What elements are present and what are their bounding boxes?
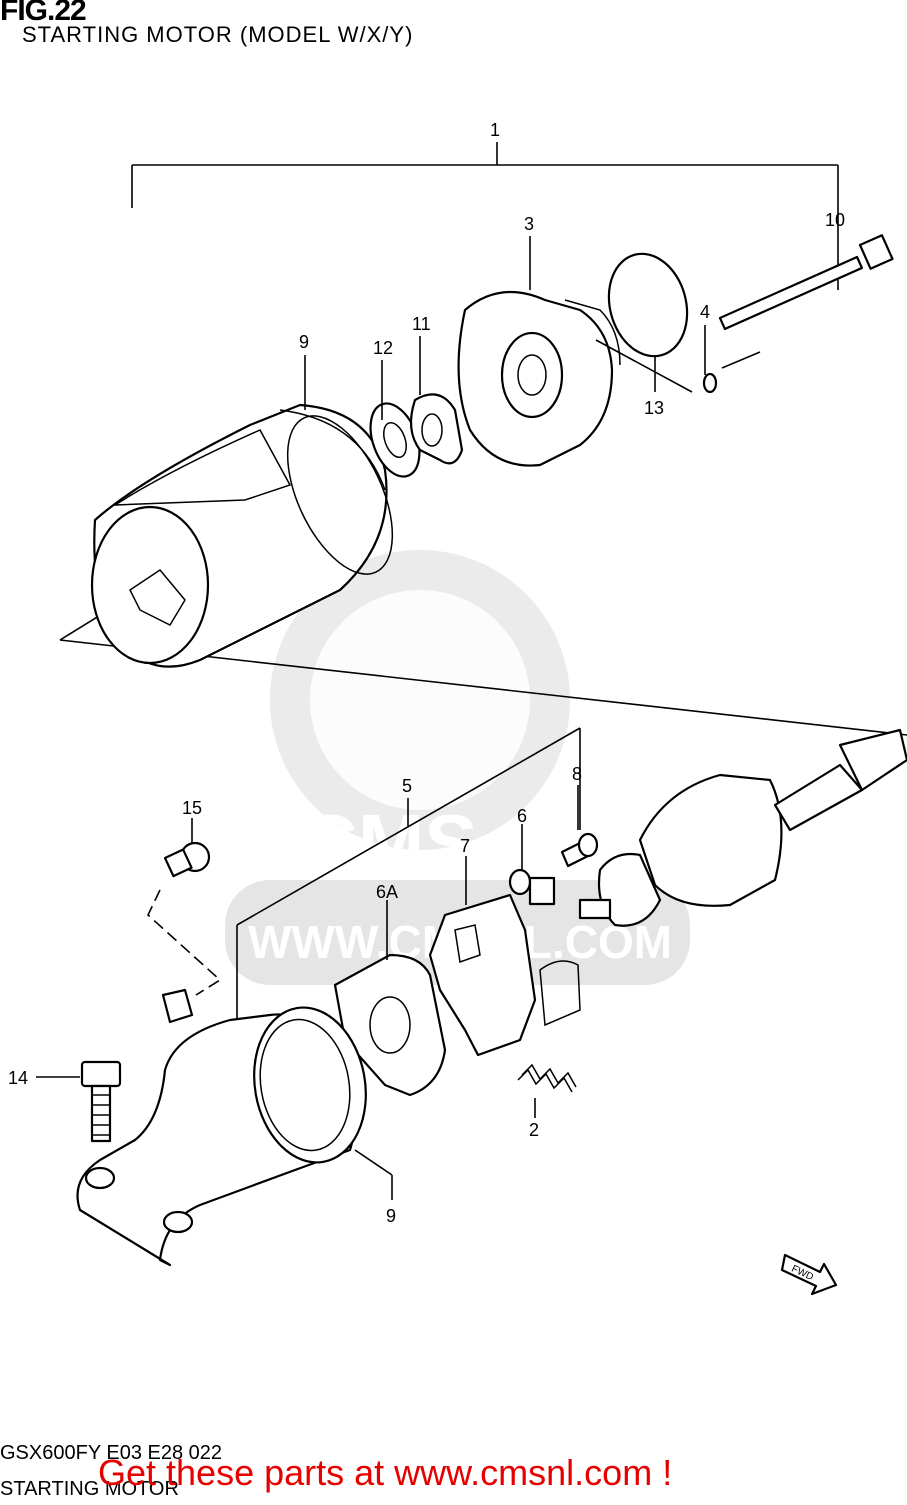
callout-9-lower: 9 xyxy=(386,1206,396,1226)
callout-4: 4 xyxy=(700,302,710,322)
callout-3: 3 xyxy=(524,214,534,234)
callout-9: 9 xyxy=(299,332,309,352)
callout-13: 13 xyxy=(644,398,664,418)
diagram-code: GSX600FY E03 E28 022 xyxy=(0,1442,223,1464)
callout-2: 2 xyxy=(529,1120,539,1140)
screw-part-8 xyxy=(560,832,599,868)
callout-8: 8 xyxy=(572,764,582,784)
assembly-bracket-1 xyxy=(131,142,839,290)
yoke-housing-part xyxy=(90,403,394,668)
brush-part-6 xyxy=(508,868,556,906)
callout-leaders xyxy=(36,236,706,1200)
callout-14: 14 xyxy=(8,1068,28,1088)
callout-5: 5 xyxy=(402,776,412,796)
callout-12: 12 xyxy=(373,338,393,358)
brush-holder-part-7 xyxy=(428,893,581,1057)
washer-part-4 xyxy=(702,372,718,394)
o-ring-part-13 xyxy=(607,252,689,358)
callout-15: 15 xyxy=(182,798,202,818)
dashed-leader xyxy=(147,889,222,996)
callout-6A: 6A xyxy=(376,882,398,902)
callout-7: 7 xyxy=(460,836,470,856)
callout-1: 1 xyxy=(490,120,500,140)
footer-title: STARTING MOTOR xyxy=(0,1478,179,1500)
callout-10: 10 xyxy=(825,210,845,230)
promo-link[interactable]: Get these parts at www.cmsnl.com ! xyxy=(98,1452,673,1493)
fwd-arrow-icon: FWD xyxy=(780,1253,838,1296)
bolt-part-10 xyxy=(718,234,894,369)
callout-6: 6 xyxy=(517,806,527,826)
armature-part xyxy=(578,728,907,927)
callout-11: 11 xyxy=(412,314,431,334)
brush-plate-part-11 xyxy=(409,393,464,465)
end-cover-part-3 xyxy=(457,290,621,467)
figure-title: FIG.22 xyxy=(0,0,87,27)
bolt-part-14 xyxy=(80,1060,122,1143)
cms-watermark-logo: CMS WWW.CMSNL.COM xyxy=(225,550,690,985)
assembly-bracket-5 xyxy=(236,727,581,1020)
callout-labels: 1 3 10 9 11 12 4 13 5 8 15 6 7 6A 14 2 9 xyxy=(8,120,845,1226)
plate-part-6A xyxy=(333,953,447,1097)
screw-part-15 xyxy=(163,841,211,878)
spring-part-2 xyxy=(517,1063,577,1093)
figure-subtitle: STARTING MOTOR (MODEL W/X/Y) xyxy=(22,22,414,47)
lower-housing-part xyxy=(76,988,367,1267)
